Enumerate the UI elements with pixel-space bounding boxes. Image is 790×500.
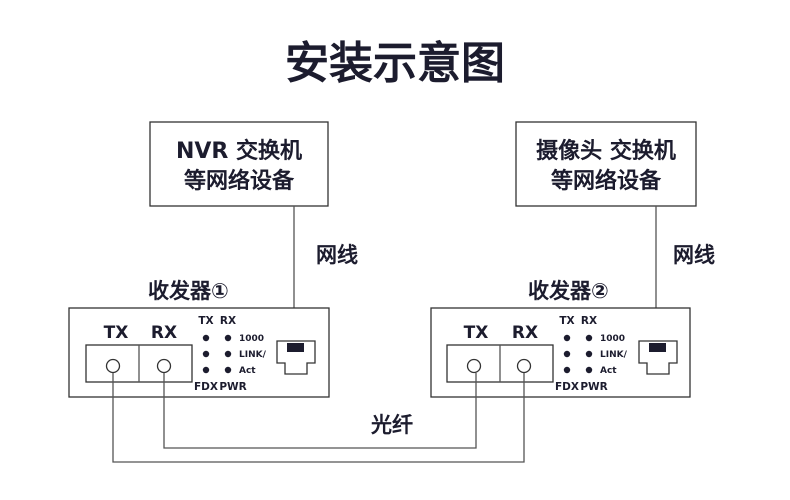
transceiver-1-led-rx-label: RX <box>220 315 236 327</box>
transceiver-2: TX RX TX RX 1000 LINK/ Act FDX PWR <box>430 307 691 398</box>
camera-box-line2: 等网络设备 <box>551 168 662 194</box>
nvr-box-line1: NVR 交换机 <box>176 138 302 164</box>
transceiver-1-led-fdx-label: FDX <box>194 381 218 393</box>
transceiver-2-title: 收发器② <box>528 279 609 303</box>
transceiver-1-tx-port-icon <box>105 358 121 374</box>
transceiver-1-rx-label: RX <box>151 323 177 343</box>
nvr-box-line2: 等网络设备 <box>184 168 295 194</box>
transceiver-2-led-rx-label: RX <box>581 315 597 327</box>
transceiver-2-rj45-port-icon <box>638 340 678 375</box>
transceiver-2-led-link-label: LINK/ <box>600 350 628 360</box>
transceiver-2-led-icon <box>585 350 593 358</box>
transceiver-2-led-icon <box>563 366 571 374</box>
transceiver-2-led-pwr-label: PWR <box>580 381 607 393</box>
transceiver-1-led-icon <box>224 334 232 342</box>
cable-label-right: 网线 <box>673 243 715 267</box>
transceiver-2-rx-label: RX <box>512 323 538 343</box>
diagram-title: 安装示意图 <box>285 38 505 89</box>
transceiver-2-tx-label: TX <box>464 323 489 343</box>
transceiver-1-led-link-label: LINK/ <box>239 350 267 360</box>
fiber-cable-inner <box>163 373 477 449</box>
transceiver-1-rx-port-icon <box>156 358 172 374</box>
transceiver-1-led-icon <box>202 334 210 342</box>
transceiver-1-led-act-label: Act <box>239 366 256 376</box>
fiber-cable-outer <box>112 373 525 463</box>
transceiver-1-led-tx-label: TX <box>198 315 213 327</box>
transceiver-1: TX RX TX RX 1000 LINK/ Act FDX PWR <box>68 307 330 398</box>
transceiver-1-tx-label: TX <box>104 323 129 343</box>
camera-box-line1: 摄像头 交换机 <box>536 138 676 164</box>
transceiver-1-led-icon <box>224 350 232 358</box>
transceiver-1-led-pwr-label: PWR <box>219 381 246 393</box>
transceiver-1-rj45-port-icon <box>276 340 316 375</box>
transceiver-2-led-icon <box>563 334 571 342</box>
transceiver-1-led-icon <box>224 366 232 374</box>
transceiver-2-tx-port-icon <box>466 358 482 374</box>
transceiver-1-led-icon <box>202 366 210 374</box>
transceiver-1-led-icon <box>202 350 210 358</box>
transceiver-2-led-tx-label: TX <box>559 315 574 327</box>
transceiver-2-led-fdx-label: FDX <box>555 381 579 393</box>
transceiver-1-led-1000-label: 1000 <box>239 334 264 344</box>
transceiver-2-rx-port-icon <box>516 358 532 374</box>
transceiver-2-led-1000-label: 1000 <box>600 334 625 344</box>
fiber-label: 光纤 <box>370 413 413 437</box>
transceiver-2-led-icon <box>585 366 593 374</box>
camera-switch-box <box>515 121 697 207</box>
transceiver-2-led-act-label: Act <box>600 366 617 376</box>
nvr-switch-box <box>149 121 329 207</box>
transceiver-1-title: 收发器① <box>148 279 229 303</box>
cable-label-left: 网线 <box>316 243 358 267</box>
transceiver-2-led-icon <box>563 350 571 358</box>
transceiver-2-led-icon <box>585 334 593 342</box>
